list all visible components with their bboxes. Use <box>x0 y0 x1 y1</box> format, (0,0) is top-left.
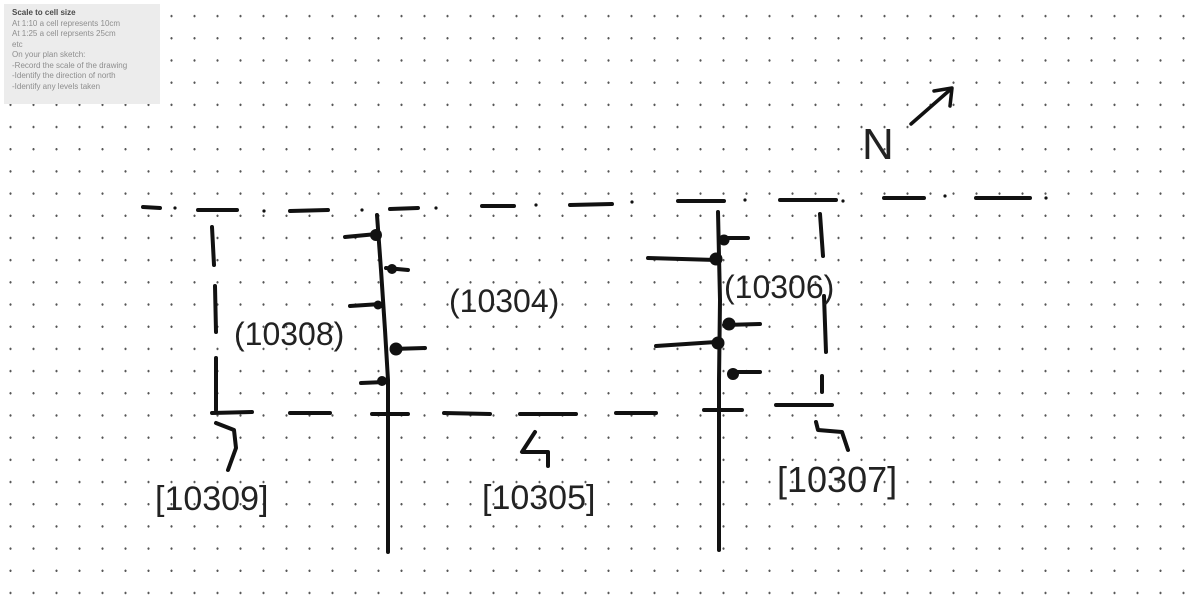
context-label-10304: (10304) <box>449 283 559 319</box>
left-dashed-edge <box>210 225 218 412</box>
instruction-note: Scale to cell size At 1:10 a cell repres… <box>4 4 160 104</box>
top-boundary-line <box>141 194 1048 213</box>
bottom-dashed-edge <box>210 403 834 416</box>
leader-10307 <box>814 420 850 452</box>
left-wall-hachure-heads <box>370 229 403 386</box>
context-label-10307: [10307] <box>777 459 897 500</box>
note-line: -Record the scale of the drawing <box>12 60 128 70</box>
note-line: -Identify any levels taken <box>12 81 101 91</box>
north-label: N <box>862 120 894 169</box>
right-wall-line <box>646 210 762 552</box>
note-line: At 1:10 a cell represents 10cm <box>12 18 121 28</box>
leader-10305 <box>520 430 550 468</box>
note-line: At 1:25 a cell reprsents 25cm <box>12 29 116 38</box>
note-line: etc <box>12 39 23 49</box>
context-label-10306: (10306) <box>724 269 834 305</box>
context-label-10308: (10308) <box>234 316 344 352</box>
note-line: On your plan sketch: <box>12 50 86 59</box>
right-wall-hachure-heads <box>709 234 739 380</box>
context-label-10309: [10309] <box>155 480 268 518</box>
note-line: -Identify the direction of north <box>12 71 116 80</box>
context-label-10305: [10305] <box>482 479 595 517</box>
right-dashed-edge <box>818 212 828 394</box>
note-title: Scale to cell size <box>12 8 76 17</box>
north-arrow-icon <box>909 86 954 126</box>
leader-10309 <box>214 421 238 472</box>
